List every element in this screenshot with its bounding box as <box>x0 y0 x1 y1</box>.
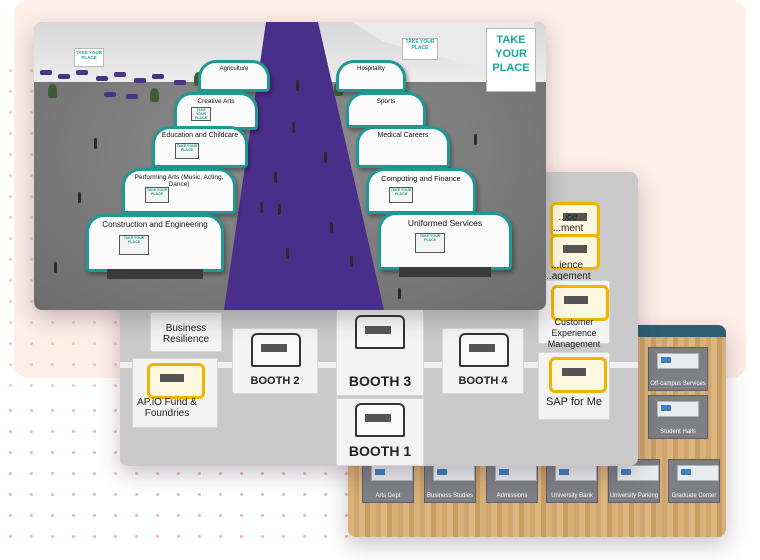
booth-icon-yellow[interactable] <box>550 234 600 270</box>
booth-icon <box>355 403 405 437</box>
seat <box>104 92 116 97</box>
visitor <box>350 256 353 267</box>
seat <box>126 94 138 99</box>
booth-tile-business-resilience[interactable]: Business Resilience <box>150 312 222 352</box>
booth-uniformed-services[interactable]: Uniformed Services TAKE YOUR PLACE <box>378 212 512 277</box>
visitor <box>274 172 277 183</box>
booth-tile-4[interactable]: BOOTH 4 <box>442 328 524 394</box>
seat <box>152 74 164 79</box>
virtual-exhibition-hall-screenshot: TAKE YOUR PLACE TAKE YOUR PLACE TAKE YOU… <box>34 22 546 310</box>
seat <box>134 78 146 83</box>
booth-hospitality[interactable]: Hospitality <box>336 60 406 92</box>
booth-computing-finance[interactable]: Computing and Finance TAKE YOUR PLACE <box>366 168 476 214</box>
booth-tile-customer-experience[interactable]: Customer Experience Management <box>538 280 610 349</box>
seat <box>174 80 186 85</box>
booth-icon-yellow <box>147 363 205 399</box>
visitor <box>398 288 401 299</box>
visitor <box>296 80 299 91</box>
booth-icon-yellow <box>549 357 607 393</box>
visitor <box>292 122 295 133</box>
booth-sports[interactable]: Sports <box>346 92 426 128</box>
booth-construction-engineering[interactable]: Construction and Engineering TAKE YOUR P… <box>86 214 224 279</box>
booth-tile-sap-for-me[interactable]: SAP for Me <box>538 352 610 420</box>
campus-tile[interactable]: Student Halls <box>648 395 708 439</box>
plant <box>150 88 159 102</box>
booth-label-partial: ...ce ...ment <box>552 212 584 234</box>
visitor <box>330 222 333 233</box>
campus-tile[interactable]: University Bank <box>546 459 598 503</box>
booth-agriculture[interactable]: Agriculture <box>198 60 270 92</box>
campus-tile[interactable]: Graduate Center <box>668 459 720 503</box>
campus-tile[interactable]: Off-campus Services <box>648 347 708 391</box>
booth-tile-2[interactable]: BOOTH 2 <box>232 328 318 394</box>
seat <box>114 72 126 77</box>
booth-icon-yellow[interactable] <box>550 202 600 238</box>
plant <box>48 84 57 98</box>
booth-icon-yellow <box>551 285 609 321</box>
seat <box>40 70 52 75</box>
booth-tile-3[interactable]: BOOTH 3 <box>336 306 424 396</box>
booth-performing-arts[interactable]: Performing Arts (Music, Acting, Dance) T… <box>122 168 236 214</box>
wall-sign-small: TAKE YOUR PLACE <box>74 48 104 67</box>
visitor <box>278 204 281 215</box>
visitor <box>324 152 327 163</box>
wall-sign-center: TAKE YOUR PLACE <box>402 38 438 60</box>
visitor <box>260 202 263 213</box>
wall-sign-large: TAKE YOUR PLACE <box>486 28 536 92</box>
booth-education-childcare[interactable]: Education and Childcare TAKE YOUR PLACE <box>152 126 248 168</box>
visitor <box>54 262 57 273</box>
seat <box>76 70 88 75</box>
booth-tile-apio-fund[interactable]: AP.iO Fund & Foundries <box>132 358 218 428</box>
seat <box>58 74 70 79</box>
booth-tile-1[interactable]: BOOTH 1 <box>336 398 424 466</box>
campus-tile[interactable]: Admissions <box>486 459 538 503</box>
visitor <box>286 248 289 259</box>
booth-creative-arts[interactable]: Creative Arts TAKE YOUR PLACE <box>174 92 258 130</box>
booth-icon <box>459 333 509 367</box>
campus-tile[interactable]: Arts Dept <box>362 459 414 503</box>
visitor <box>94 138 97 149</box>
booth-icon <box>251 333 301 367</box>
booth-medical-careers[interactable]: Medical Careers <box>356 126 450 168</box>
seat <box>96 76 108 81</box>
visitor <box>78 192 81 203</box>
booth-icon <box>355 315 405 349</box>
booth-label-partial: ...ience ...agement <box>543 260 591 282</box>
visitor <box>474 134 477 145</box>
